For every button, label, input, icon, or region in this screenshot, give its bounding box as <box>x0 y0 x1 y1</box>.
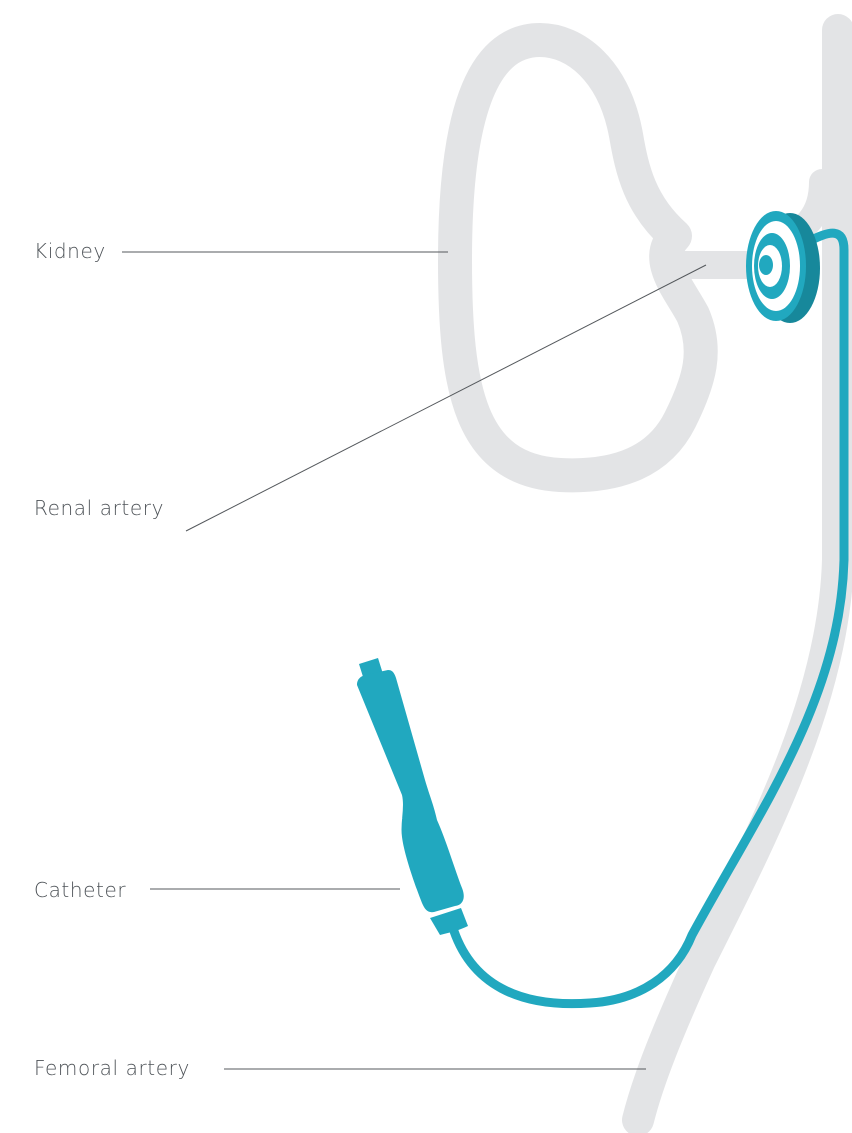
catheter-handle-body <box>357 670 464 912</box>
catheter-handle-grip-line <box>386 818 402 821</box>
catheter-handle <box>357 658 468 935</box>
catheter-handle-collar <box>430 908 468 935</box>
kidney-shape <box>455 40 701 475</box>
catheter-tip-rings <box>746 211 820 323</box>
catheter-tube <box>452 233 844 1004</box>
aorta-vessel <box>638 30 838 1120</box>
catheter-label: Catheter <box>34 880 126 900</box>
femoral-artery-label: Femoral artery <box>34 1058 190 1078</box>
kidney-label: Kidney <box>34 241 106 261</box>
renal-artery-label: Renal artery <box>34 498 164 518</box>
